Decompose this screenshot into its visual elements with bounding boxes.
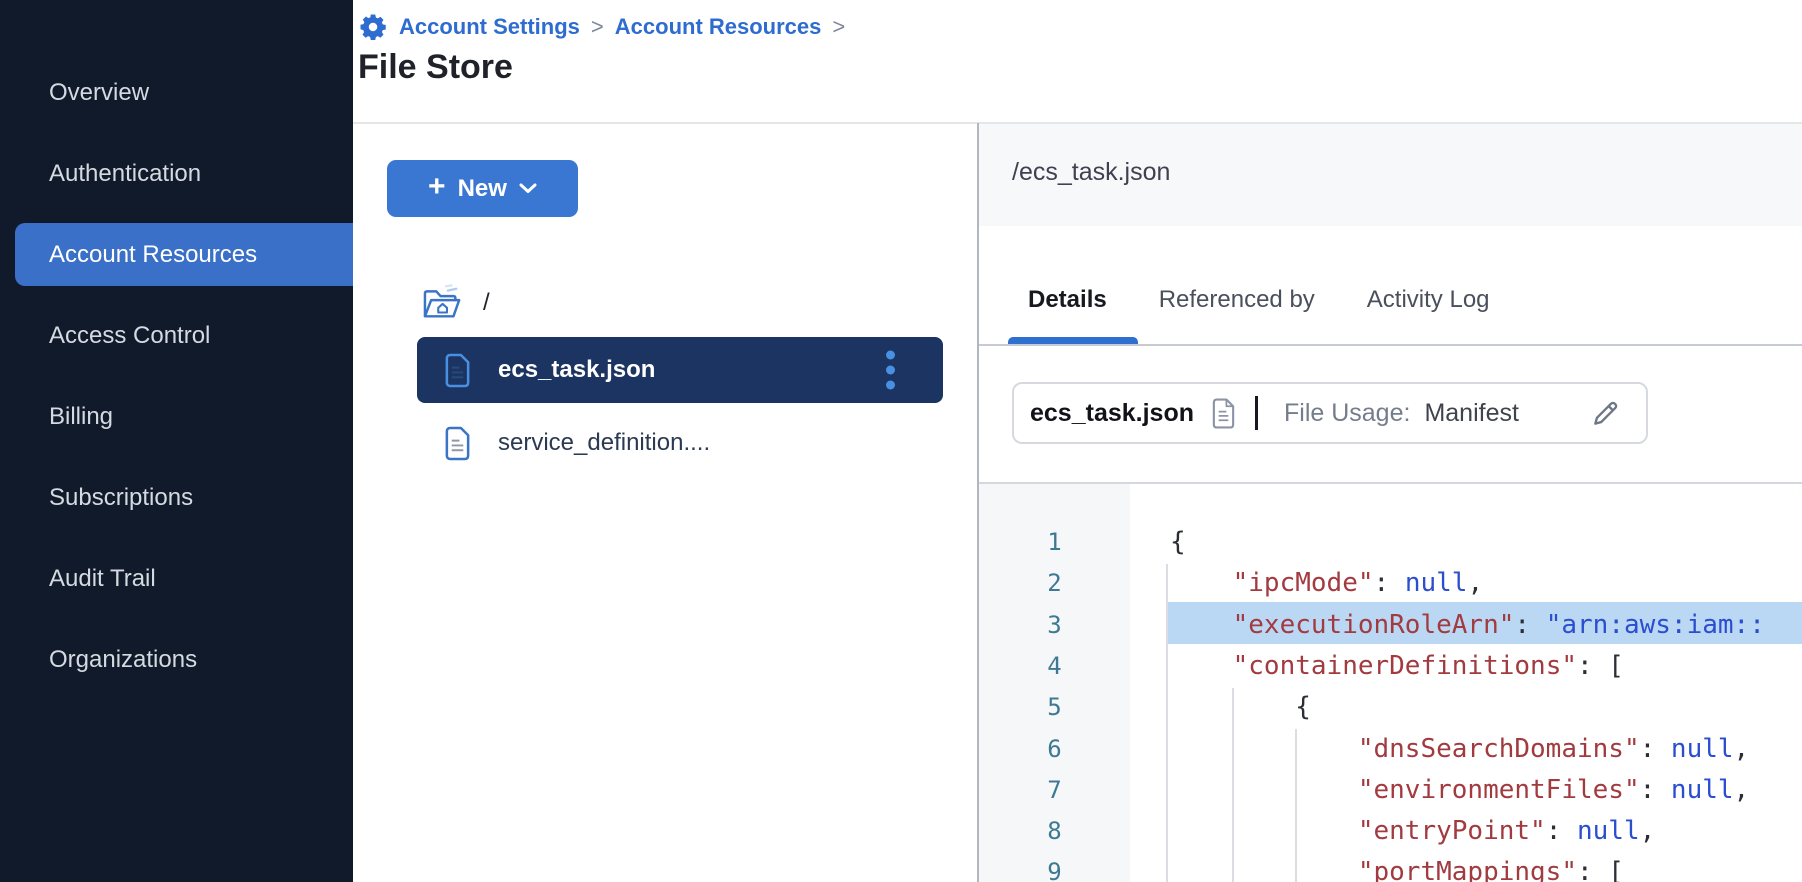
- sidebar-item-audit-trail[interactable]: Audit Trail: [49, 564, 156, 592]
- breadcrumb-separator: >: [832, 14, 846, 39]
- folder-home-icon: [421, 284, 465, 322]
- file-icon: [443, 425, 472, 462]
- sidebar-item-access-control[interactable]: Access Control: [49, 321, 211, 349]
- document-icon: [1210, 397, 1237, 430]
- tabs-border: [979, 344, 1802, 346]
- file-tree: ecs_task.json service_definition....: [417, 337, 943, 483]
- line-number: 7: [1047, 776, 1062, 804]
- file-name: ecs_task.json: [498, 356, 656, 383]
- header-divider: [353, 122, 1802, 124]
- line-number-gutter: [979, 484, 1130, 882]
- file-usage-label: File Usage:: [1284, 398, 1411, 427]
- code-line-1: 1{: [979, 522, 1802, 563]
- code-line-8: 8 "entryPoint": null,: [979, 811, 1802, 852]
- sidebar-item-subscriptions[interactable]: Subscriptions: [49, 483, 194, 511]
- line-number: 8: [1047, 817, 1062, 845]
- file-name: service_definition....: [498, 429, 711, 456]
- line-number: 4: [1047, 652, 1062, 680]
- chevron-down-icon: [519, 183, 537, 194]
- line-number: 6: [1047, 735, 1062, 763]
- file-path: /ecs_task.json: [1012, 158, 1171, 186]
- code-text: "entryPoint": null,: [1357, 816, 1656, 846]
- code-text: {: [1170, 692, 1311, 722]
- line-number: 1: [1047, 528, 1062, 556]
- sidebar-item-billing[interactable]: Billing: [49, 402, 114, 430]
- file-path-header: /ecs_task.json: [979, 124, 1802, 226]
- code-text: "ipcMode": null,: [1232, 568, 1484, 598]
- code-line-3: 3 "executionRoleArn": "arn:aws:iam::: [979, 605, 1802, 646]
- sidebar-item-account-resources[interactable]: Account Resources: [15, 223, 353, 286]
- code-line-7: 7 "environmentFiles": null,: [979, 770, 1802, 811]
- code-text: "dnsSearchDomains": null,: [1357, 734, 1750, 764]
- file-usage-value: Manifest: [1424, 398, 1519, 427]
- edit-usage-button[interactable]: [1590, 397, 1622, 429]
- tab-activity-log[interactable]: Activity Log: [1366, 286, 1490, 313]
- breadcrumb-separator: >: [590, 14, 604, 39]
- sidebar-item-overview[interactable]: Overview: [49, 78, 150, 106]
- breadcrumb-link-account-settings[interactable]: Account Settings: [399, 14, 580, 39]
- card-divider: [1255, 396, 1258, 430]
- tab-details[interactable]: Details: [1028, 286, 1107, 313]
- kebab-menu-button[interactable]: [882, 347, 899, 394]
- tabs: Details Referenced by Activity Log: [1028, 286, 1490, 314]
- indent-guide: [1166, 564, 1168, 882]
- indent-guide: [1295, 729, 1297, 882]
- settings-gear-icon: [358, 12, 388, 42]
- breadcrumb-link-account-resources[interactable]: Account Resources: [614, 14, 822, 39]
- code-viewer[interactable]: 1{2 "ipcMode": null,3 "executionRoleArn"…: [979, 482, 1802, 882]
- tree-root-folder[interactable]: /: [421, 283, 490, 323]
- code-line-4: 4 "containerDefinitions": [: [979, 646, 1802, 687]
- breadcrumb: Account Settings > Account Resources >: [358, 11, 845, 43]
- highlighted-line: [1166, 602, 1802, 644]
- active-tab-indicator: [1008, 337, 1138, 346]
- new-button[interactable]: + New: [387, 160, 578, 217]
- tree-file-row-service-definition[interactable]: service_definition....: [417, 410, 943, 476]
- line-number: 5: [1047, 693, 1062, 721]
- sidebar-item-organizations[interactable]: Organizations: [49, 645, 198, 673]
- indent-guide: [1232, 688, 1234, 882]
- tree-root-label: /: [483, 289, 490, 316]
- code-line-2: 2 "ipcMode": null,: [979, 563, 1802, 604]
- code-text: "containerDefinitions": [: [1232, 651, 1624, 681]
- code-line-6: 6 "dnsSearchDomains": null,: [979, 729, 1802, 770]
- line-number: 2: [1047, 569, 1062, 597]
- plus-icon: +: [428, 170, 446, 203]
- file-card-name: ecs_task.json: [1030, 398, 1194, 427]
- new-button-label: New: [457, 174, 507, 202]
- panel-divider: [977, 123, 979, 882]
- page-title: File Store: [358, 48, 513, 86]
- code-text: "environmentFiles": null,: [1357, 775, 1750, 805]
- tree-file-row-ecs-task-json[interactable]: ecs_task.json: [417, 337, 943, 403]
- tab-referenced-by[interactable]: Referenced by: [1158, 286, 1315, 313]
- code-text: "portMappings": [: [1357, 857, 1624, 882]
- code-line-9: 9 "portMappings": [: [979, 852, 1802, 882]
- sidebar-item-authentication[interactable]: Authentication: [49, 159, 202, 187]
- file-icon: [443, 352, 472, 389]
- code-text: {: [1170, 527, 1186, 557]
- code-text: "executionRoleArn": "arn:aws:iam::: [1232, 610, 1765, 640]
- code-line-5: 5 {: [979, 687, 1802, 728]
- file-info-card: ecs_task.json File Usage: Manifest: [1012, 382, 1648, 444]
- line-number: 3: [1047, 611, 1062, 639]
- line-number: 9: [1047, 858, 1062, 882]
